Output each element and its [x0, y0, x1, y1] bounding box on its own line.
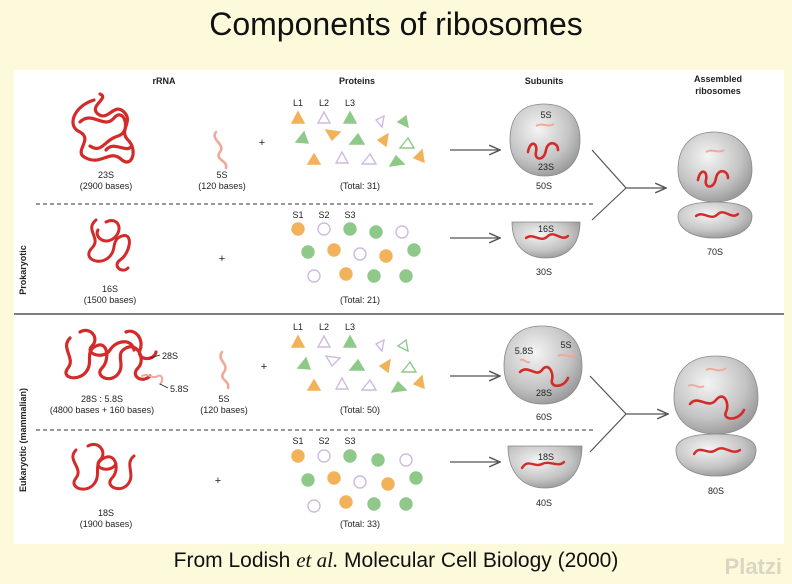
merge-line-prok: [591, 149, 627, 221]
rrna-16s-label: 16S: [102, 284, 118, 294]
platzi-watermark: Platzi: [724, 554, 782, 579]
rrna-18s-bases: (1900 bases): [80, 519, 133, 529]
subunit-50s-5s-label: 5S: [540, 110, 551, 120]
rrna-5s-label: 5S: [216, 170, 227, 180]
rrna-23s-coil: [71, 92, 135, 164]
rrna-5s-squiggle: [219, 350, 230, 390]
subunit-60s-5s-rrna: [557, 353, 577, 358]
header-subunits: Subunits: [525, 76, 564, 86]
rrna-18s-label: 18S: [98, 508, 114, 518]
protein-label-s1: S1: [292, 210, 303, 220]
header-rrna: rRNA: [152, 76, 176, 86]
rrna-58s-pointer: [159, 383, 169, 389]
protein-label-l1: L1: [293, 322, 303, 332]
ribosome-80s-large: [673, 355, 759, 435]
subunit-40s-shape: [507, 445, 583, 489]
side-label-eukaryotic: Eukaryotic (mammalian): [18, 388, 28, 492]
subunit-60s-58s-label: 5.8S: [515, 346, 534, 356]
protein-label-s3: S3: [344, 436, 355, 446]
ribosome-80s-28s-rrna: [688, 395, 746, 420]
protein-label-s2: S2: [318, 436, 329, 446]
ribosome-70s-label: 70S: [707, 247, 723, 257]
subunit-50s-label: 50S: [536, 181, 552, 191]
rrna-28s-pointer: [149, 354, 161, 359]
protein-label-l2: L2: [319, 322, 329, 332]
subunit-60s-58s-rrna: [519, 358, 531, 364]
subunit-30s-label: 30S: [536, 267, 552, 277]
rrna-5s-bases: (120 bases): [200, 405, 248, 415]
plus-sign: +: [259, 137, 265, 149]
ribosome-80s-label: 80S: [708, 486, 724, 496]
rrna-58s-label: 5.8S: [170, 384, 189, 394]
rrna-5s-bases: (120 bases): [198, 181, 246, 191]
plus-sign: +: [215, 475, 221, 487]
protein-label-s2: S2: [318, 210, 329, 220]
protein-total-prok-large: (Total: 31): [340, 181, 380, 191]
page-title: Components of ribosomes: [209, 6, 583, 42]
rrna-5s-squiggle: [213, 130, 228, 170]
subunit-30s-16s-label: 16S: [538, 224, 554, 234]
protein-triangles-prok-large: [290, 110, 425, 167]
protein-label-l3: L3: [345, 98, 355, 108]
ribosome-80s-58s-rrna: [687, 383, 705, 389]
caption-suffix: Molecular Cell Biology (2000): [338, 549, 619, 572]
caption-italic: et al.: [296, 548, 339, 572]
ribosome-70s-16s-rrna: [694, 211, 740, 219]
protein-triangles-euk-large: [290, 334, 425, 393]
rrna-18s-coil: [71, 443, 136, 491]
ribosome-70s-23s-rrna: [696, 169, 730, 188]
subunit-50s-5s-rrna: [535, 123, 555, 127]
subunit-60s-label: 60S: [536, 412, 552, 422]
caption-prefix: From Lodish: [173, 549, 297, 572]
header-proteins: Proteins: [339, 76, 375, 86]
source-caption: From Lodish et al. Molecular Cell Biolog…: [0, 548, 792, 573]
rrna-28s-label: 28S: [162, 351, 178, 361]
subunit-50s-shape: [509, 103, 581, 177]
subunit-40s-label: 40S: [536, 498, 552, 508]
ribosome-figure: rRNA Proteins Subunits Assembled ribosom…: [14, 70, 784, 544]
subunit-40s-18s-label: 18S: [538, 452, 554, 462]
subunit-60s-28s-label: 28S: [536, 388, 552, 398]
header-assembled-2: ribosomes: [695, 86, 741, 96]
rrna-58s-squiggle: [141, 373, 164, 385]
ribosome-80s-small: [675, 433, 757, 477]
rrna-23s-label: 23S: [98, 170, 114, 180]
protein-circles-euk-small: [291, 449, 423, 513]
rrna-28s-58s-label: 28S : 5.8S: [81, 394, 123, 404]
subunit-50s-23s-rrna: [526, 141, 560, 160]
plus-sign: +: [219, 253, 225, 265]
protein-total-euk-large: (Total: 50): [340, 405, 380, 415]
ribosome-80s-18s-rrna: [692, 447, 742, 456]
subunit-60s-5s-label: 5S: [560, 340, 571, 350]
rrna-16s-bases: (1500 bases): [84, 295, 137, 305]
protein-label-s3: S3: [344, 210, 355, 220]
ribosome-80s-5s-rrna: [705, 367, 727, 372]
subunit-50s-23s-label: 23S: [538, 162, 554, 172]
rrna-5s-label: 5S: [218, 394, 229, 404]
rrna-28s-58s-bases: (4800 bases + 160 bases): [50, 405, 154, 415]
subunit-60s-28s-rrna: [518, 365, 570, 388]
protein-label-l2: L2: [319, 98, 329, 108]
protein-total-euk-small: (Total: 33): [340, 519, 380, 529]
ribosome-70s-small: [677, 201, 753, 239]
plus-sign: +: [261, 361, 267, 373]
protein-label-l3: L3: [345, 322, 355, 332]
rrna-16s-coil: [87, 218, 131, 272]
protein-label-l1: L1: [293, 98, 303, 108]
protein-total-prok-small: (Total: 21): [340, 295, 380, 305]
merge-line-euk: [589, 375, 627, 453]
side-label-prokaryotic: Prokaryotic: [18, 245, 28, 295]
protein-circles-prok-small: [291, 222, 421, 283]
subunit-30s-16s-rrna: [524, 233, 570, 241]
rrna-23s-bases: (2900 bases): [80, 181, 133, 191]
protein-label-s1: S1: [292, 436, 303, 446]
ribosome-70s-large: [677, 131, 753, 203]
subunit-30s-shape: [511, 221, 581, 259]
subunit-40s-18s-rrna: [520, 460, 566, 470]
header-assembled-1: Assembled: [694, 74, 742, 84]
rrna-28s-coil: [64, 328, 158, 381]
ribosome-70s-5s-rrna: [705, 149, 725, 153]
